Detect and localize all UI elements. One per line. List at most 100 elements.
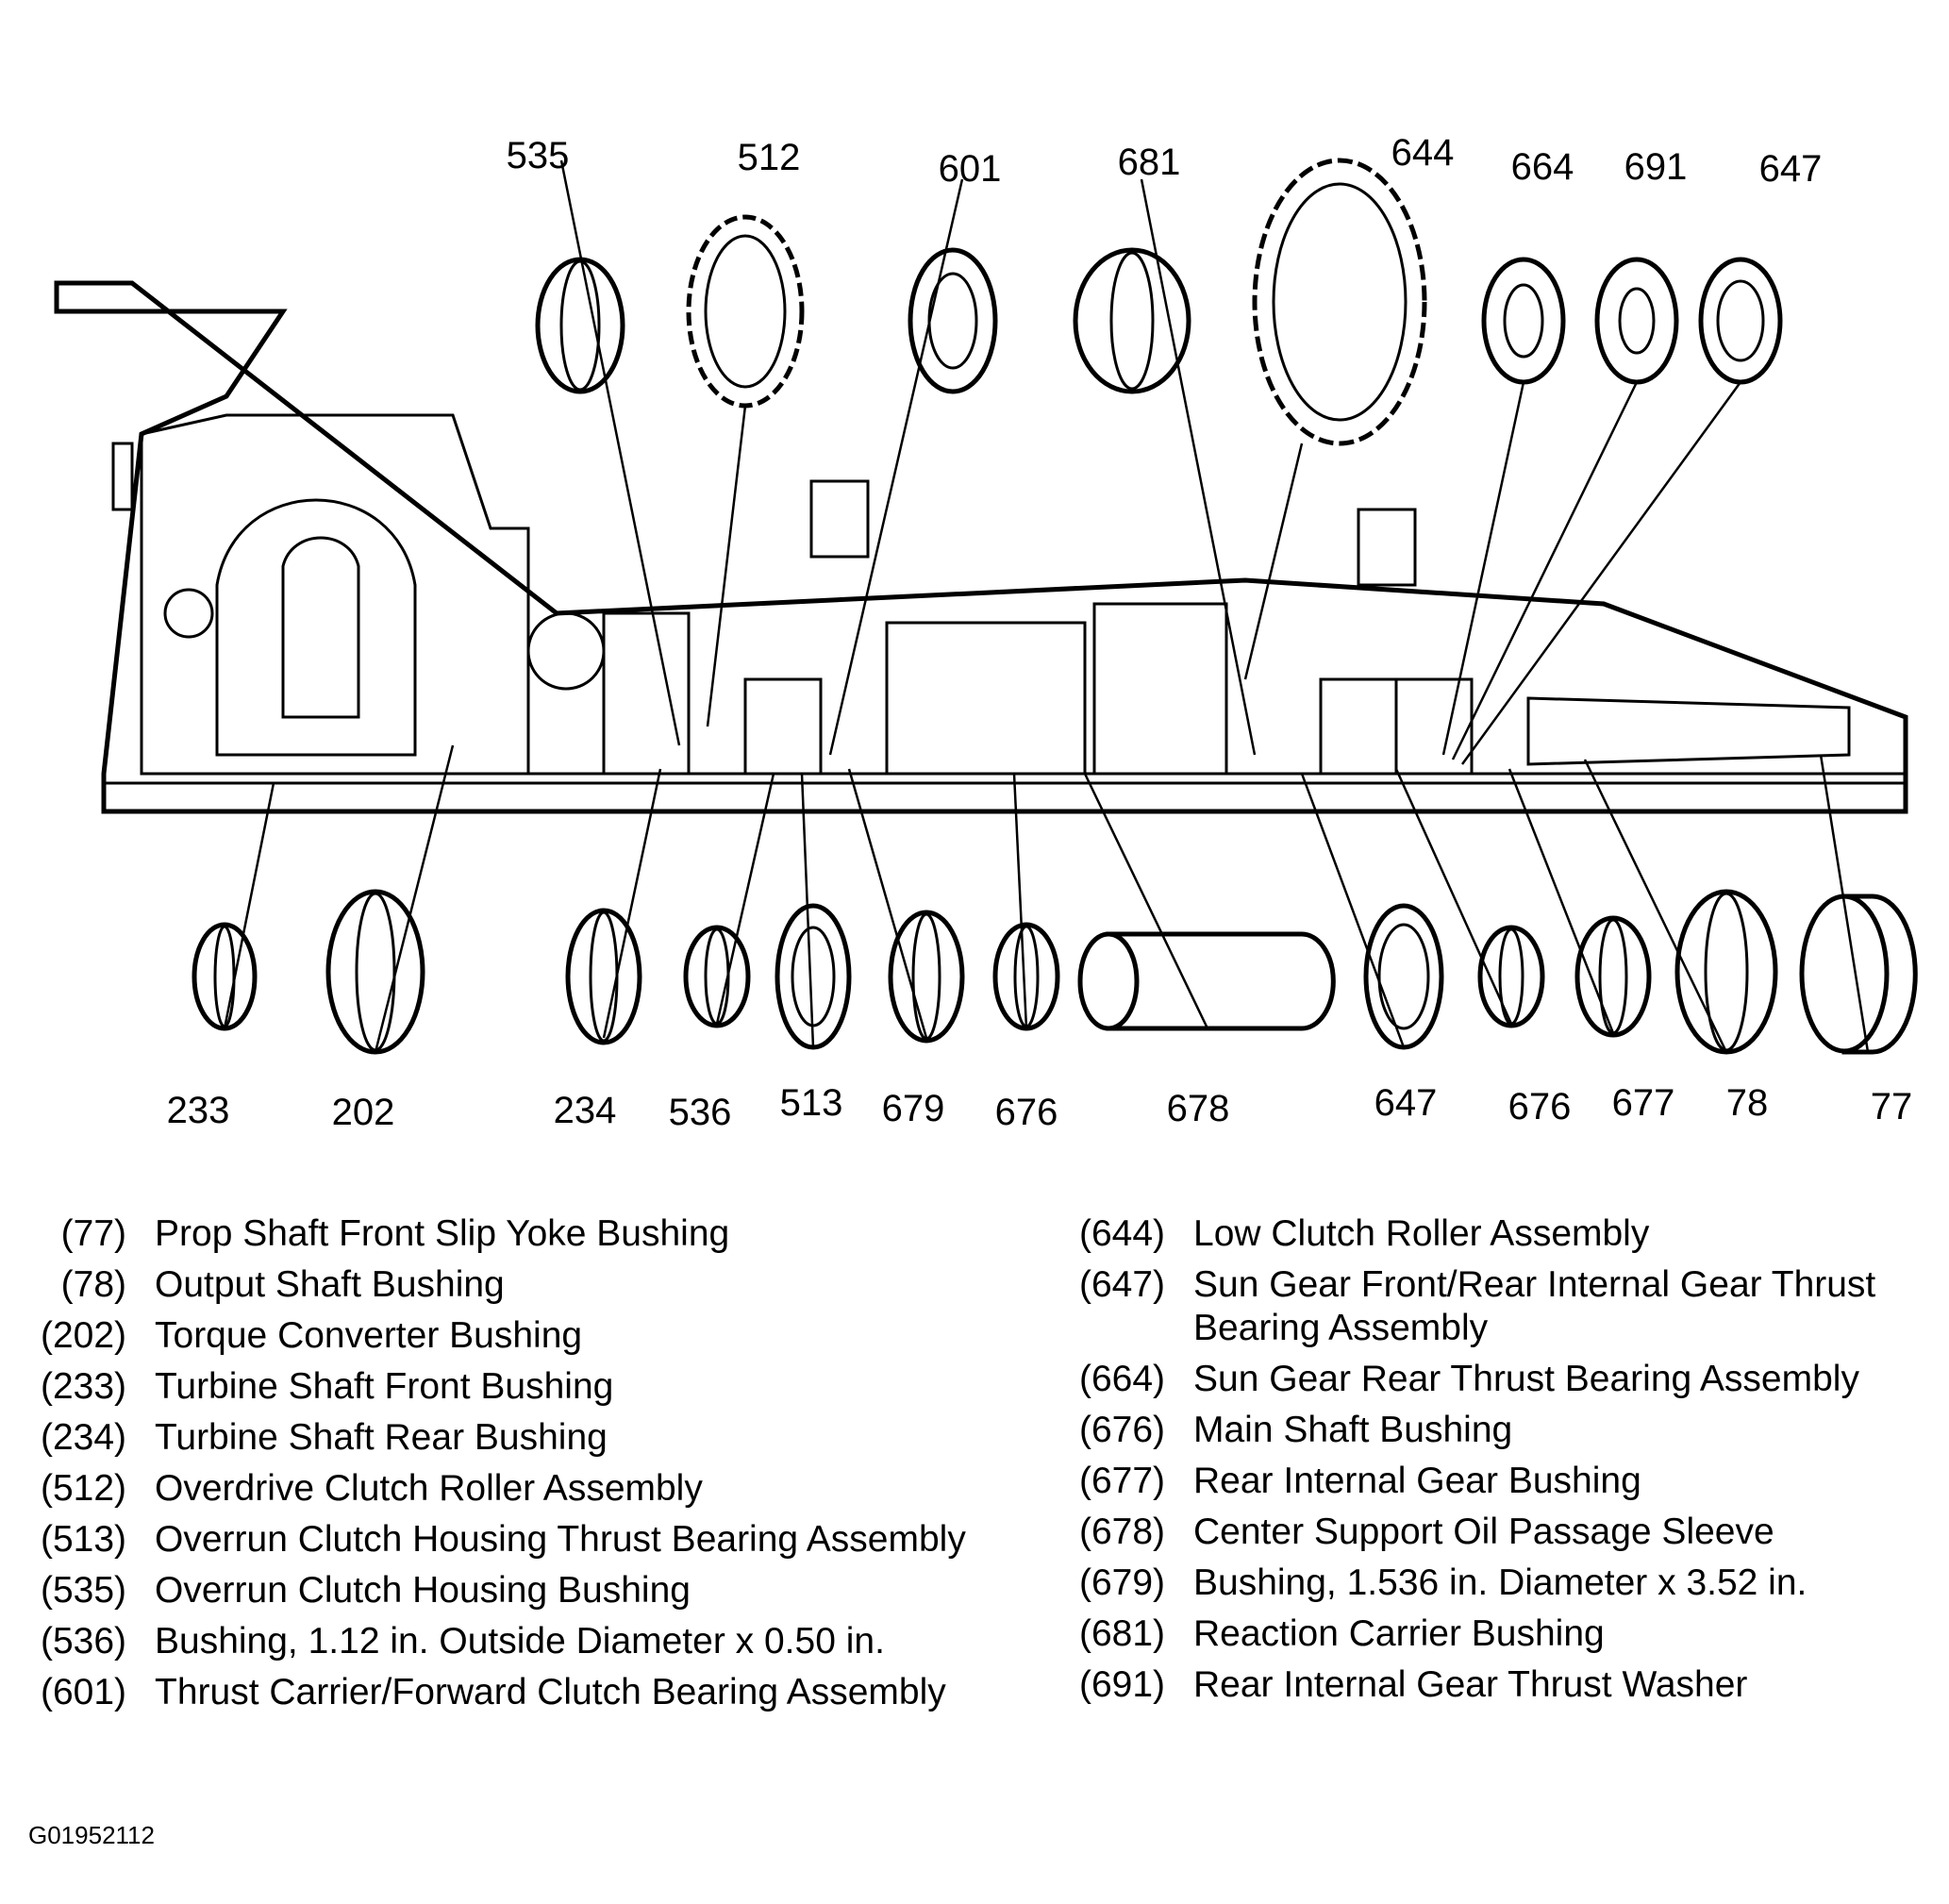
legend-left-column: (77) Prop Shaft Front Slip Yoke Bushing (… — [28, 1212, 1028, 1722]
part-691 — [1594, 257, 1679, 385]
label-536: 536 — [669, 1092, 732, 1133]
legend-text: Overrun Clutch Housing Bushing — [155, 1570, 691, 1611]
legend-code: (676) — [1078, 1410, 1165, 1450]
label-513: 513 — [780, 1082, 843, 1124]
legend-text: Reaction Carrier Bushing — [1193, 1613, 1605, 1654]
legend-text: Main Shaft Bushing — [1193, 1410, 1513, 1450]
leader-lines — [223, 159, 1870, 1053]
legend-row: (691)Rear Internal Gear Thrust Washer — [1071, 1663, 1939, 1707]
label-535: 535 — [507, 135, 570, 176]
legend-text: Turbine Shaft Rear Bushing — [155, 1417, 608, 1458]
legend-row: (233) Turbine Shaft Front Bushing — [28, 1365, 1028, 1409]
legend-row: (513) Overrun Clutch Housing Thrust Beari… — [28, 1518, 1028, 1562]
legend-row: (234) Turbine Shaft Rear Bushing — [28, 1416, 1028, 1460]
label-664: 664 — [1511, 146, 1574, 188]
legend-row: (536) Bushing, 1.12 in. Outside Diameter … — [28, 1620, 1028, 1663]
legend-code: (536) — [40, 1621, 126, 1662]
legend-text: Overrun Clutch Housing Thrust Bearing As… — [155, 1519, 966, 1560]
legend-text: Low Clutch Roller Assembly — [1193, 1213, 1650, 1254]
label-678: 678 — [1167, 1088, 1230, 1129]
legend-text: Center Support Oil Passage Sleeve — [1193, 1512, 1774, 1552]
legend-row: (535) Overrun Clutch Housing Bushing — [28, 1569, 1028, 1612]
part-535 — [535, 257, 625, 394]
legend-text: Prop Shaft Front Slip Yoke Bushing — [155, 1213, 730, 1254]
part-234 — [565, 908, 642, 1045]
label-202: 202 — [332, 1092, 395, 1133]
legend-row: (202) Torque Converter Bushing — [28, 1314, 1028, 1358]
label-676-left: 676 — [995, 1092, 1058, 1133]
label-601: 601 — [939, 148, 1002, 190]
label-234: 234 — [554, 1090, 617, 1131]
label-679: 679 — [882, 1088, 945, 1129]
part-678 — [1077, 931, 1336, 1031]
legend-row: (664) Sun Gear Rear Thrust Bearing Assemb… — [1071, 1358, 1939, 1401]
legend-row: (679) Bushing, 1.536 in. Diameter x 3.52 … — [1071, 1562, 1939, 1605]
legend-text: Sun Gear Front/Rear Internal Gear Thrust… — [1193, 1264, 1876, 1348]
part-647-top — [1698, 257, 1783, 385]
legend-row: (512) Overdrive Clutch Roller Assembly — [28, 1467, 1028, 1511]
legend-code: (678) — [1078, 1512, 1165, 1552]
legend-text: Overdrive Clutch Roller Assembly — [155, 1468, 703, 1509]
legend-code: (512) — [40, 1468, 126, 1509]
part-644 — [1252, 158, 1427, 446]
legend-row: (676) Main Shaft Bushing — [1071, 1409, 1939, 1452]
legend-code: (677) — [1078, 1461, 1165, 1501]
legend-row: (678) Center Support Oil Passage Sleeve — [1071, 1511, 1939, 1554]
legend-code: (78) — [60, 1264, 126, 1305]
legend-text: Bushing, 1.12 in. Outside Diameter x 0.5… — [155, 1621, 885, 1662]
legend-text: Rear Internal Gear Bushing — [1193, 1461, 1641, 1501]
legend-row: (681) Reaction Carrier Bushing — [1071, 1612, 1939, 1656]
label-233: 233 — [167, 1090, 230, 1131]
part-78 — [1674, 889, 1778, 1055]
label-647-bottom: 647 — [1374, 1082, 1438, 1124]
legend-row: (78) Output Shaft Bushing — [28, 1263, 1028, 1307]
part-679 — [888, 910, 965, 1044]
legend-code: (535) — [40, 1570, 126, 1611]
legend-text: Output Shaft Bushing — [155, 1264, 505, 1305]
legend-code: (202) — [40, 1315, 126, 1356]
part-512 — [686, 214, 805, 409]
parts-legend: (77) Prop Shaft Front Slip Yoke Bushing (… — [0, 1212, 1949, 1816]
legend-code: (77) — [60, 1213, 126, 1254]
label-644: 644 — [1391, 132, 1455, 174]
part-77 — [1799, 894, 1918, 1055]
legend-code: (664) — [1078, 1359, 1165, 1399]
transmission-bushing-diagram: 535 512 601 681 644 664 691 647 233 202 … — [54, 132, 1918, 1133]
legend-code: (513) — [40, 1519, 126, 1560]
transmission-cross-section — [54, 280, 1908, 814]
legend-text: Turbine Shaft Front Bushing — [155, 1366, 614, 1407]
legend-row: (77) Prop Shaft Front Slip Yoke Bushing — [28, 1212, 1028, 1256]
legend-code: (691) — [1078, 1664, 1165, 1705]
part-233 — [192, 922, 258, 1031]
legend-right-column: (644) Low Clutch Roller Assembly (647) Sun… — [1071, 1212, 1939, 1714]
legend-code: (601) — [40, 1672, 126, 1712]
legend-text: Thrust Carrier/Forward Clutch Bearing As… — [155, 1672, 946, 1712]
legend-code: (233) — [40, 1366, 126, 1407]
legend-text: Bushing, 1.536 in. Diameter x 3.52 in. — [1193, 1562, 1807, 1603]
legend-code: (234) — [40, 1417, 126, 1458]
legend-text: Sun Gear Rear Thrust Bearing Assembly — [1193, 1359, 1859, 1399]
label-512: 512 — [738, 137, 801, 178]
part-664 — [1481, 257, 1566, 385]
figure-id: G01952112 — [28, 1821, 155, 1849]
part-202 — [325, 889, 425, 1055]
label-78: 78 — [1726, 1082, 1769, 1124]
label-77: 77 — [1871, 1086, 1913, 1127]
legend-row: (644) Low Clutch Roller Assembly — [1071, 1212, 1939, 1256]
legend-code: (644) — [1078, 1213, 1165, 1254]
part-677 — [1574, 915, 1652, 1038]
legend-row: (677) Rear Internal Gear Bushing — [1071, 1460, 1939, 1503]
label-681: 681 — [1118, 142, 1181, 183]
part-681 — [1073, 247, 1191, 394]
legend-code: (679) — [1078, 1562, 1165, 1603]
part-536 — [683, 925, 751, 1028]
label-677: 677 — [1612, 1082, 1675, 1124]
label-676-right: 676 — [1508, 1086, 1572, 1127]
label-691: 691 — [1624, 146, 1688, 188]
legend-code: (681) — [1078, 1613, 1165, 1654]
legend-row: (601) Thrust Carrier/Forward Clutch Beari… — [28, 1671, 1028, 1714]
label-647-top: 647 — [1759, 148, 1823, 190]
legend-text: Torque Converter Bushing — [155, 1315, 583, 1356]
legend-row: (647) Sun Gear Front/Rear Internal Gear T… — [1071, 1263, 1939, 1350]
legend-code: (647) — [1078, 1264, 1165, 1305]
